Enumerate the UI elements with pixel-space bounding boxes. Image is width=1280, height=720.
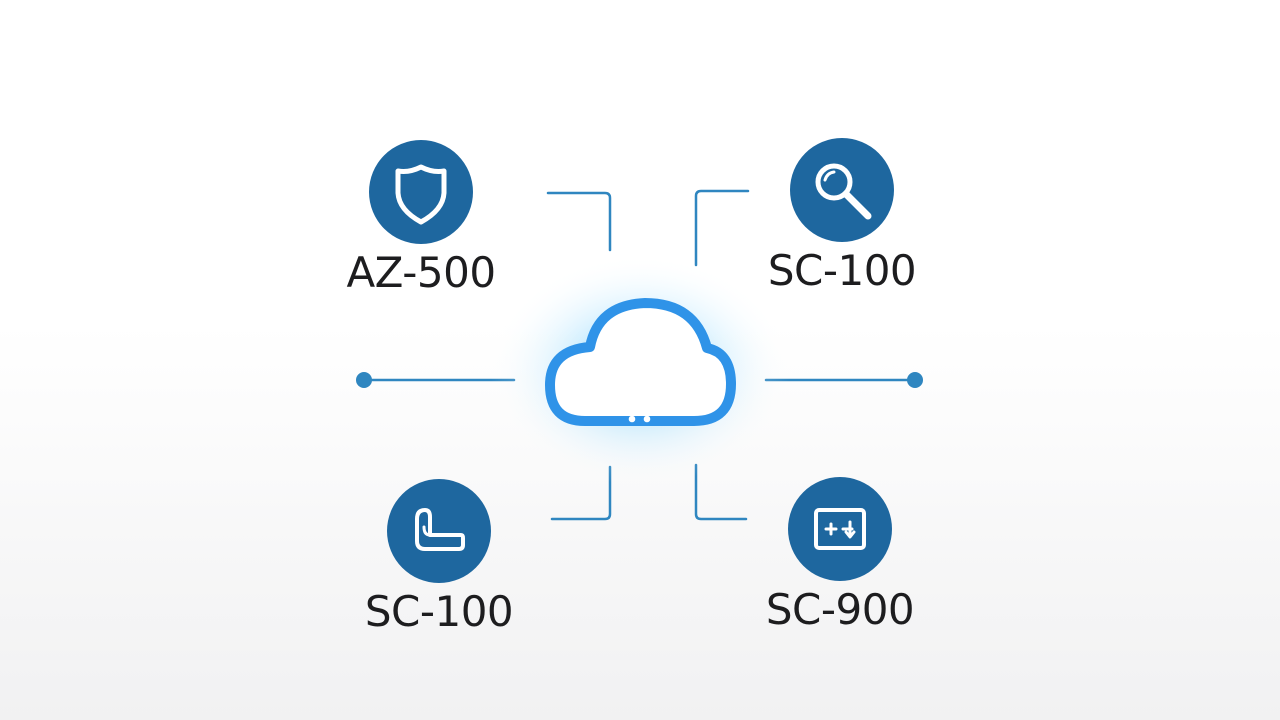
node-top-right: SC-100 [767,138,917,292]
connector-lines [362,189,917,521]
node-bottom-left: SC-100 [364,479,514,633]
node-circle [788,477,892,581]
monitor-arrows-icon [814,508,866,550]
connector-top-left [546,191,612,252]
node-circle [369,140,473,244]
node-label-top-left: AZ-500 [346,248,496,297]
endpoint-dot-left [356,372,372,388]
node-label-bottom-left: SC-100 [364,587,514,636]
node-circle [387,479,491,583]
shield-icon [395,164,447,225]
node-circle [790,138,894,242]
node-label-bottom-right: SC-900 [765,585,915,634]
node-label-top-right: SC-100 [767,246,917,295]
connector-top-right [694,189,750,267]
connector-bottom-left [550,465,612,521]
connector-bottom-right [694,463,748,521]
node-bottom-right: SC-900 [765,477,915,631]
cloud-hub [490,255,790,485]
node-top-left: AZ-500 [346,140,496,294]
cloud-icon [545,298,736,426]
phone-handset-icon [415,508,465,551]
endpoint-dot-right [907,372,923,388]
magnifier-icon [815,163,872,220]
